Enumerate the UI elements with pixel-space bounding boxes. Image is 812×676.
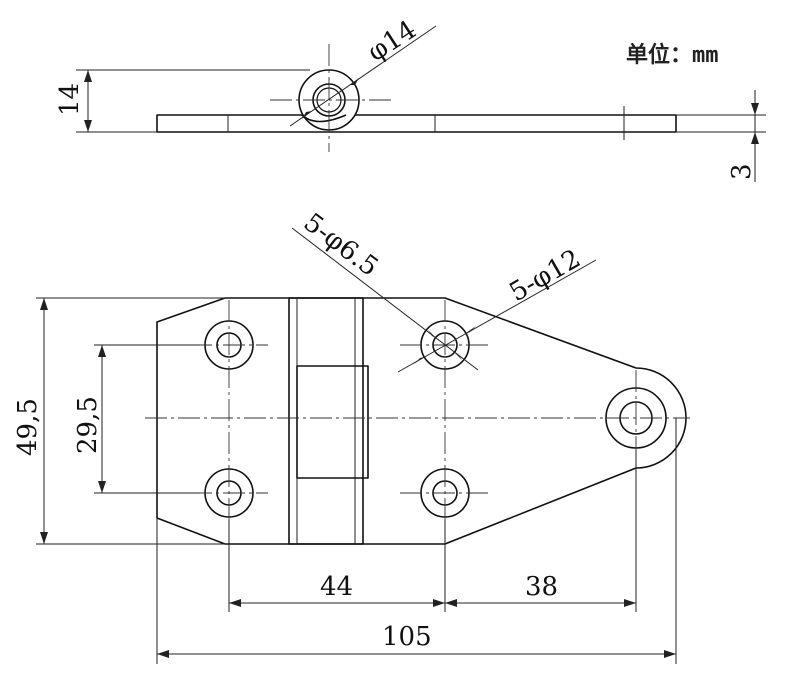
dim-plate-thickness: 3 [727,163,757,180]
dim-overall-width: 49,5 [13,398,43,456]
dim-large-holes: 5-φ12 [505,244,586,308]
dim-hole-spacing-vertical: 29,5 [73,396,103,454]
dim-hole-spacing-horizontal: 44 [320,572,353,602]
plan-view: 5-φ6.5 5-φ12 49,5 29,5 44 38 [13,208,690,664]
dim-small-holes: 5-φ6.5 [298,208,384,283]
dim-knuckle-diameter: φ14 [362,15,421,68]
side-view: φ14 14 3 单位：mm [55,15,766,182]
side-view-plate [156,114,677,133]
dim-overall-length: 105 [382,622,432,652]
unit-label: 单位：mm [626,42,719,68]
hinge-knuckle [288,297,364,545]
dim-end-hole-offset: 38 [525,572,558,602]
dim-knuckle-height: 14 [55,83,85,116]
